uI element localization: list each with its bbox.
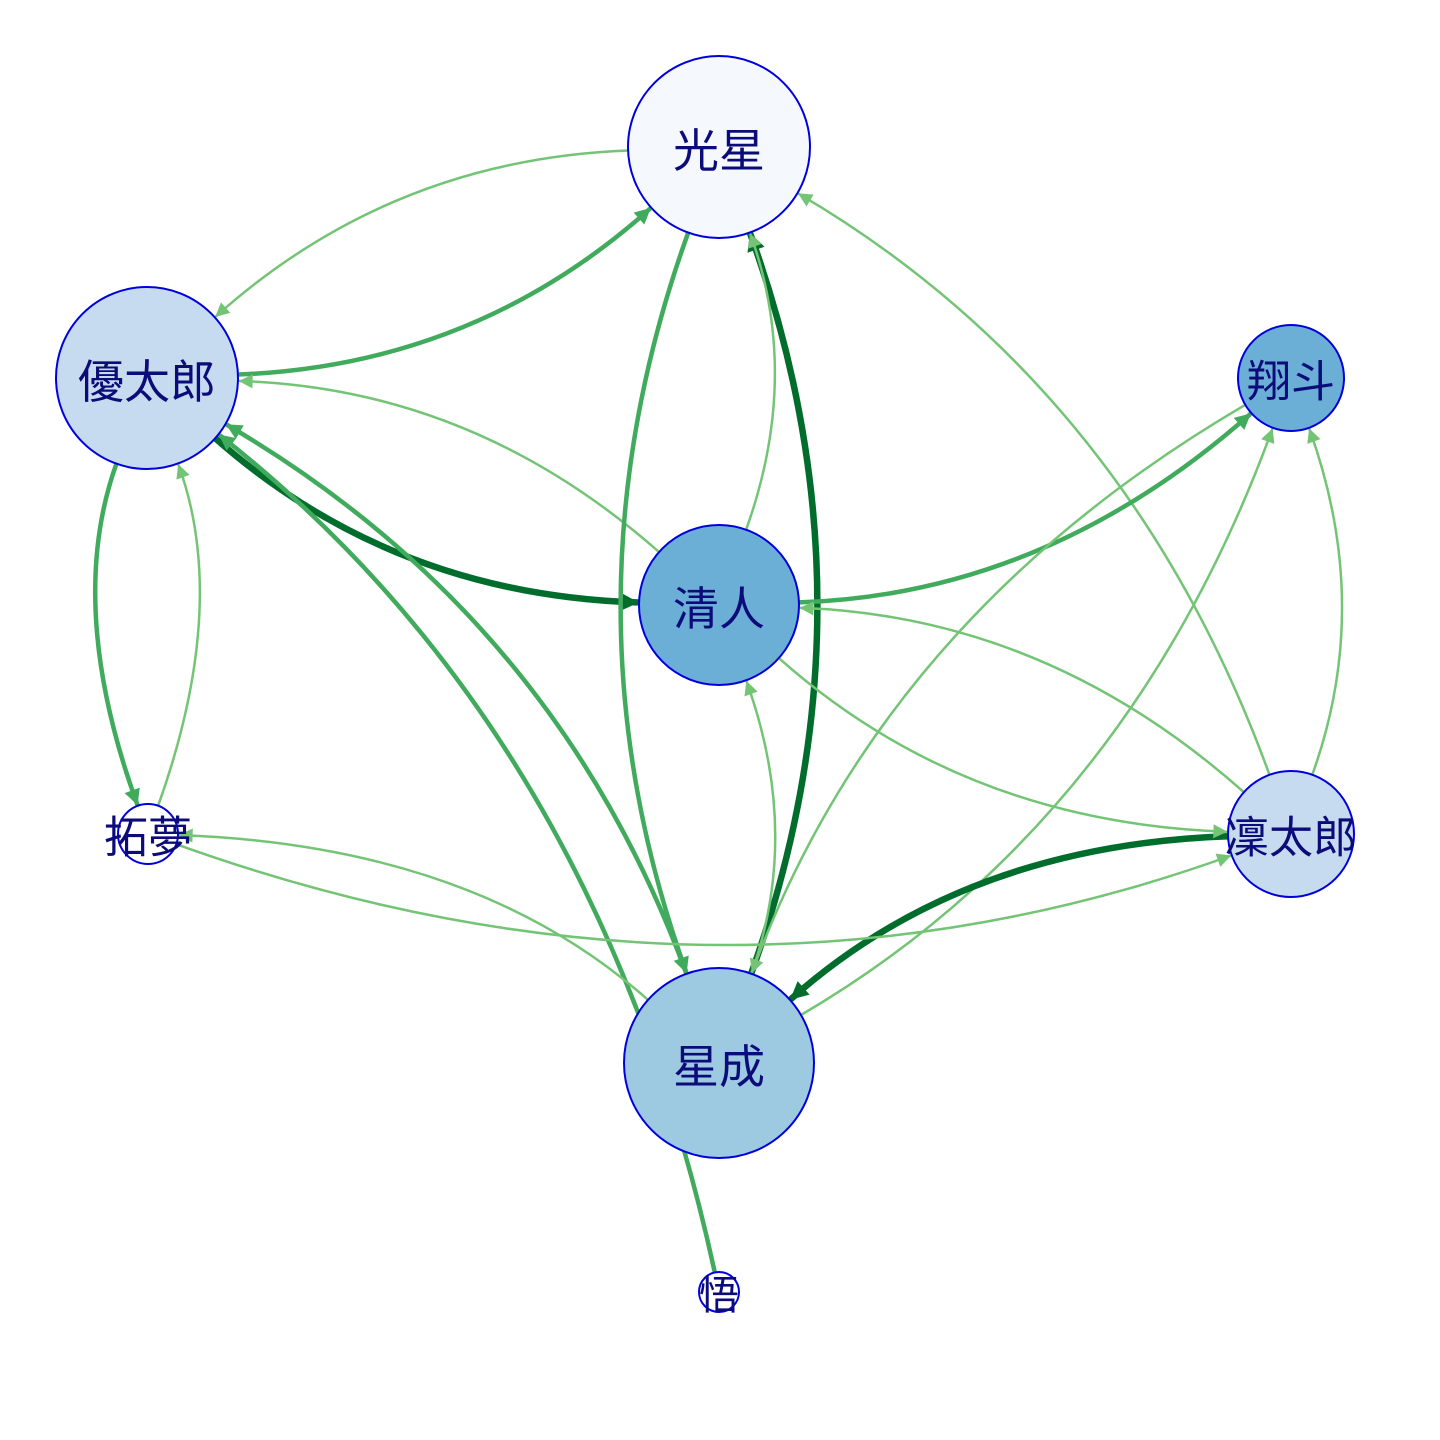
- edge-kousei-to-seisei: [618, 230, 691, 974]
- edge-satoru-to-yutaro: [217, 433, 718, 1275]
- node-label-kousei: 光星: [673, 124, 765, 178]
- edge-kiyoto-to-yutaro: [238, 374, 661, 554]
- node-circle-kousei: [627, 55, 811, 239]
- edge-rintaro-to-seisei: [788, 832, 1232, 1002]
- edges-layer: [92, 149, 1344, 1275]
- edge-rintaro-to-shoto: [1307, 428, 1344, 776]
- node-circle-satoru: [698, 1271, 740, 1313]
- node-circle-kiyoto: [638, 524, 800, 686]
- edge-rintaro-to-kiyoto: [799, 601, 1246, 794]
- edge-seisei-to-yutaro: [225, 422, 689, 977]
- node-circle-shoto: [1237, 324, 1345, 432]
- node-circle-rintaro: [1227, 770, 1355, 898]
- node-label-takumu: 拓夢: [104, 813, 192, 864]
- node-circle-seisei: [623, 967, 815, 1159]
- node-takumu: 拓夢: [104, 803, 192, 865]
- edge-takumu-to-yutaro: [156, 464, 202, 808]
- edge-seisei-to-takumu: [178, 828, 650, 1002]
- edge-takumu-to-rintaro: [174, 842, 1232, 947]
- edge-kiyoto-to-kousei: [744, 233, 777, 531]
- edge-kiyoto-to-rintaro: [777, 656, 1228, 839]
- edge-shoto-to-seisei: [750, 403, 1247, 974]
- node-label-kiyoto: 清人: [673, 582, 765, 636]
- edge-seisei-to-shoto: [799, 428, 1275, 1017]
- node-label-yutaro: 優太郎: [78, 355, 216, 409]
- edge-seisei-to-kousei: [747, 231, 821, 977]
- node-shoto: 翔斗: [1237, 324, 1345, 432]
- node-circle-yutaro: [55, 286, 239, 470]
- node-rintaro: 凜太郎: [1225, 770, 1357, 898]
- node-kousei: 光星: [627, 55, 811, 239]
- node-label-rintaro: 凜太郎: [1225, 813, 1357, 864]
- node-satoru: 悟: [698, 1271, 740, 1319]
- edge-yutaro-to-kiyoto: [211, 434, 641, 611]
- edge-seisei-to-kiyoto: [744, 680, 777, 975]
- node-seisei: 星成: [623, 967, 815, 1159]
- edge-kiyoto-to-shoto: [796, 412, 1253, 605]
- node-kiyoto: 清人: [638, 524, 800, 686]
- node-label-seisei: 星成: [673, 1040, 765, 1094]
- edge-yutaro-to-kousei: [235, 206, 652, 377]
- node-yutaro: 優太郎: [55, 286, 239, 470]
- node-circle-takumu: [117, 803, 179, 865]
- edge-kousei-to-yutaro: [215, 149, 630, 318]
- edge-yutaro-to-takumu: [92, 461, 140, 807]
- node-label-satoru: 悟: [699, 1273, 739, 1319]
- node-label-shoto: 翔斗: [1247, 357, 1335, 408]
- edge-rintaro-to-kousei: [797, 192, 1271, 777]
